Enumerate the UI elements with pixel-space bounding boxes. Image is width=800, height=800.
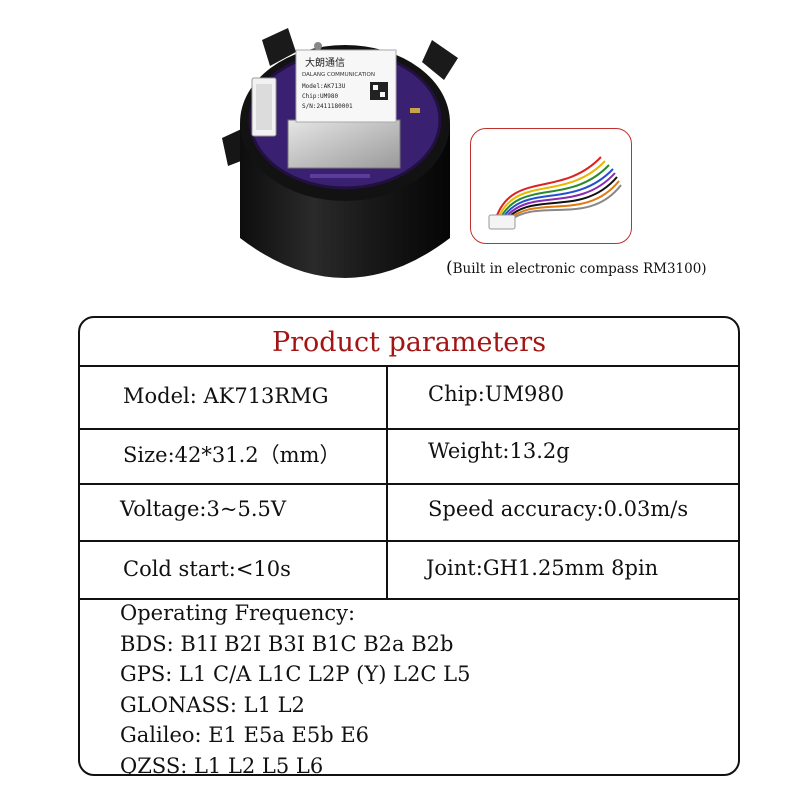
speed-accuracy-cell: Speed accuracy:0.03m/s [428, 497, 689, 521]
table-divider [80, 365, 738, 367]
chip-cell: Chip:UM980 [428, 382, 565, 406]
qr-code-icon [370, 82, 388, 100]
chip-model: Model:AK713U [302, 83, 346, 90]
connector-icon [488, 214, 516, 230]
frequency-bds: BDS: B1I B2I B3I B1C B2a B2b [120, 631, 454, 656]
cable-illustration [488, 156, 622, 230]
frequency-gps: GPS: L1 C/A L1C L2P (Y) L2C L5 [120, 662, 471, 686]
product-photo: 大朗通信 DALANG COMMUNICATION Model:AK713U C… [200, 28, 490, 298]
product-parameters-table: Product parameters Model: AK713RMG Chip:… [78, 316, 740, 776]
frequency-galileo: Galileo: E1 E5a E5b E6 [120, 723, 370, 747]
operating-frequency-block: Operating Frequency: BDS: B1I B2I B3I B1… [120, 598, 471, 776]
caption-text: Built in electronic compass RM3100) [452, 261, 707, 277]
table-title: Product parameters [271, 327, 547, 358]
chip-chip: Chip:UM980 [302, 93, 339, 100]
chip-brand-cn: 大朗通信 [305, 56, 345, 69]
table-divider [80, 540, 738, 542]
chip-brand-en: DALANG COMMUNICATION [302, 72, 375, 78]
column-divider [386, 366, 388, 598]
size-cell: Size:42*31.2（mm） [123, 443, 341, 467]
model-cell: Model: AK713RMG [123, 384, 329, 408]
joint-cell: Joint:GH1.25mm 8pin [426, 556, 659, 580]
frequency-qzss: QZSS: L1 L2 L5 L6 [120, 753, 324, 776]
frequency-glonass: GLONASS: L1 L2 [120, 692, 305, 717]
compass-caption: (Built in electronic compass RM3100) [446, 258, 707, 278]
table-divider [80, 428, 738, 430]
cable-inset [470, 128, 632, 244]
gnss-module-illustration: 大朗通信 DALANG COMMUNICATION Model:AK713U C… [222, 28, 458, 278]
chip-sn: S/N:2411180001 [302, 103, 353, 110]
caption-open-paren: ( [446, 258, 453, 278]
table-divider [80, 598, 738, 600]
frequency-heading: Operating Frequency: [120, 601, 356, 625]
cold-start-cell: Cold start:<10s [123, 557, 291, 581]
table-divider [80, 483, 738, 485]
weight-cell: Weight:13.2g [428, 439, 570, 463]
voltage-cell: Voltage:3~5.5V [120, 497, 287, 521]
